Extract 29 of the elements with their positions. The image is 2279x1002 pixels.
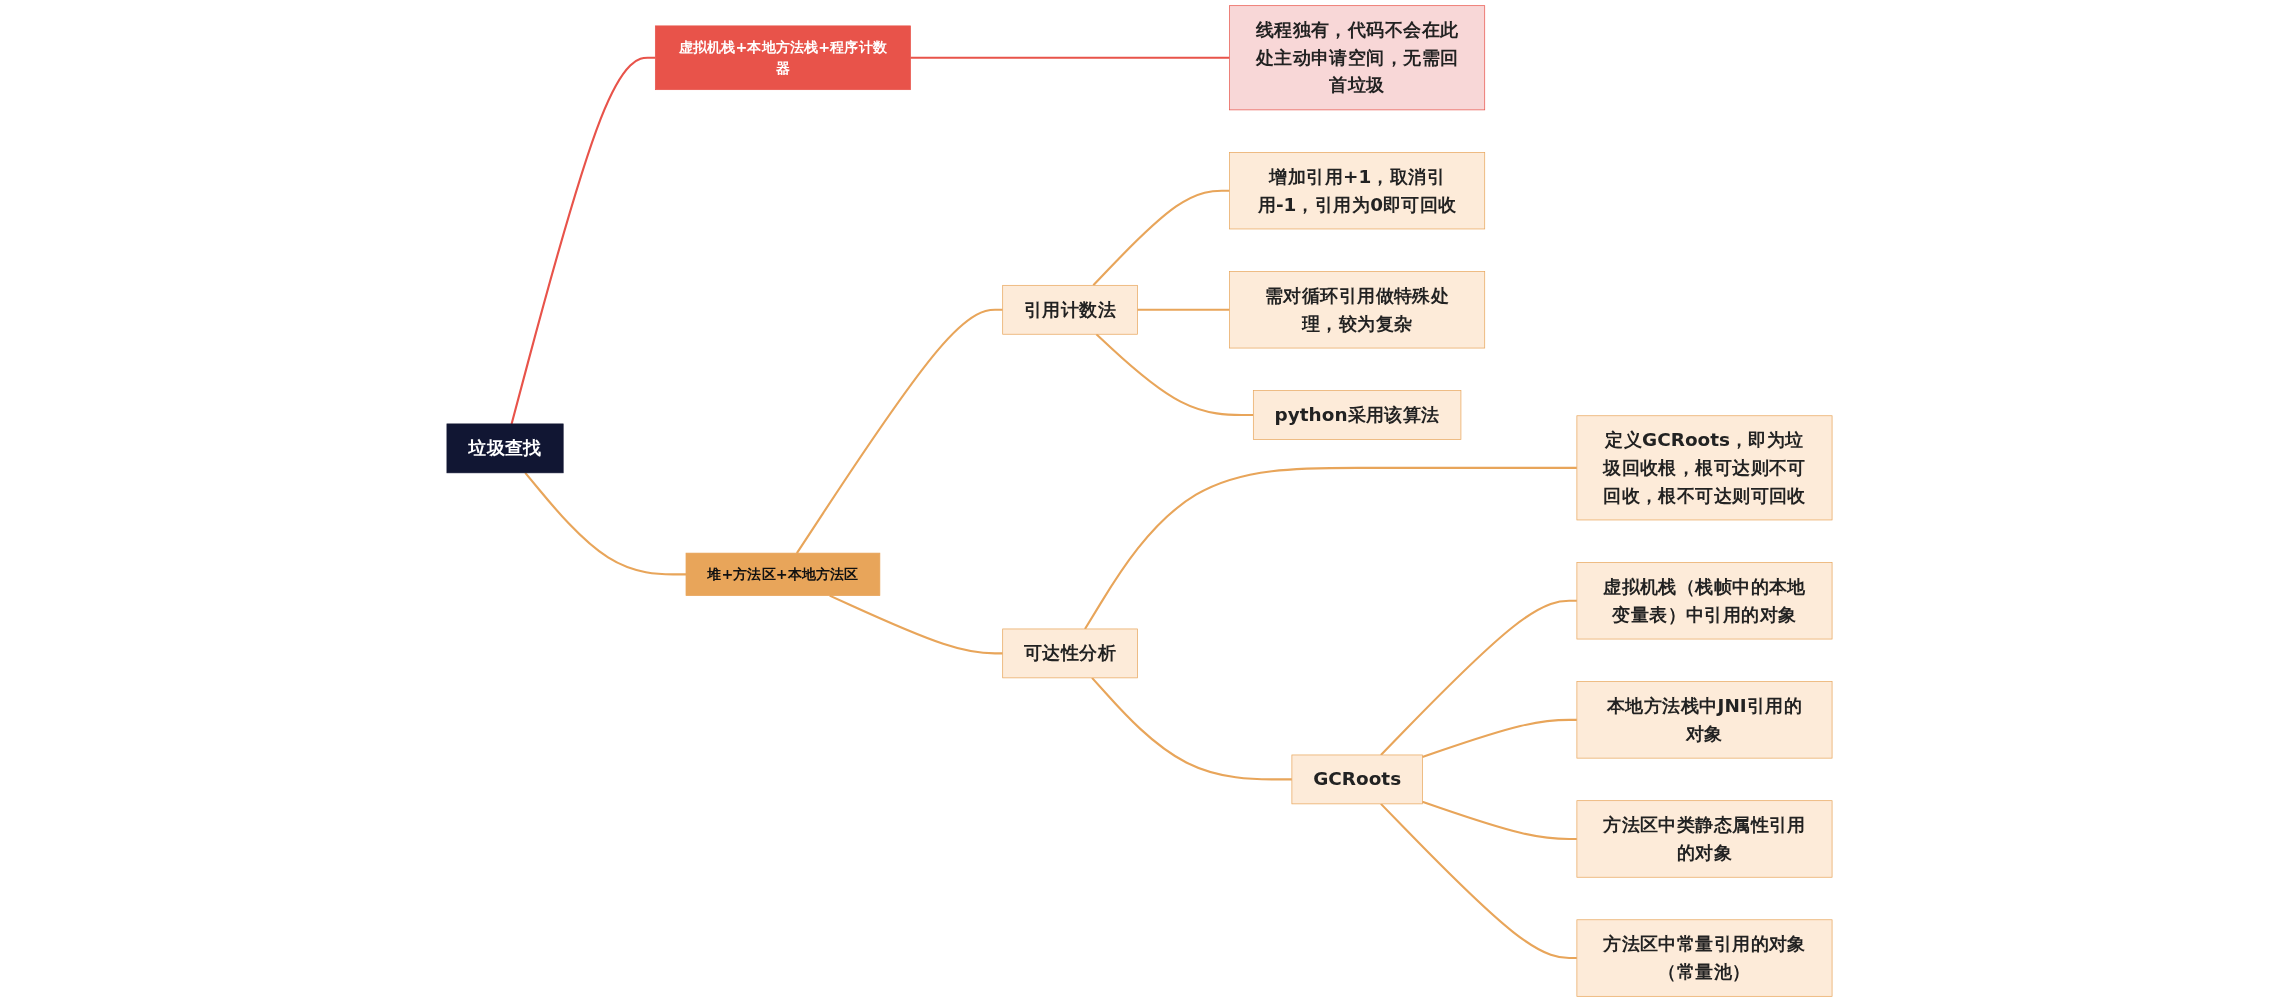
node-box: 虚拟机栈+本地方法栈+程序计数器 — [655, 25, 911, 91]
node-box: 方法区中类静态属性引用的对象 — [1576, 800, 1833, 878]
connector — [829, 594, 1003, 655]
node-box: 垃圾查找 — [446, 423, 564, 474]
node-box: python采用该算法 — [1252, 390, 1462, 440]
node-box: 需对循环引用做特殊处理，较为复杂 — [1229, 271, 1486, 349]
node-box: 本地方法栈中JNI引用的对象 — [1576, 681, 1833, 759]
connector — [910, 56, 1230, 59]
connector — [510, 56, 656, 425]
connector — [1095, 333, 1254, 417]
node-box: 引用计数法 — [1002, 284, 1138, 335]
node-box: 堆+方法区+本地方法区 — [685, 552, 881, 596]
connector — [524, 472, 686, 576]
connector — [1091, 677, 1292, 781]
connector — [1092, 189, 1230, 287]
connector — [1137, 308, 1230, 311]
connector — [1380, 803, 1577, 960]
connector — [796, 308, 1003, 554]
node-box: 线程独有，代码不会在此处主动申请空间，无需回首垃圾 — [1229, 5, 1486, 111]
node-box: 增加引用+1，取消引用-1，引用为0即可回收 — [1229, 152, 1486, 230]
node-box: 可达性分析 — [1002, 628, 1138, 679]
connector — [1380, 599, 1577, 756]
connector — [1422, 718, 1577, 759]
node-box: 虚拟机栈（栈帧中的本地变量表）中引用的对象 — [1576, 562, 1833, 640]
node-box: GCRoots — [1291, 754, 1423, 805]
connector — [1422, 800, 1577, 841]
node-box: 方法区中常量引用的对象（常量池） — [1576, 919, 1833, 997]
node-box: 定义GCRoots，即为垃圾回收根，根可达则不可回收，根不可达则可回收 — [1576, 415, 1833, 521]
connector — [1084, 466, 1577, 630]
